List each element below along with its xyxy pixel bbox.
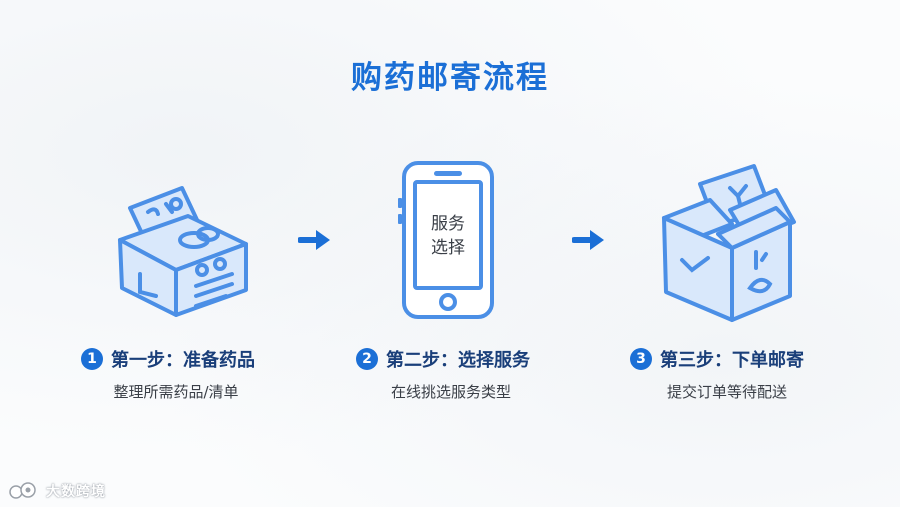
smartphone-icon: 服务 选择	[398, 160, 498, 320]
watermark-text: 大数跨境	[46, 484, 106, 500]
screen-label-line2: 选择	[431, 238, 465, 258]
step-3-title: 第三步：下单邮寄	[660, 350, 804, 371]
arrow-right-icon	[572, 230, 604, 250]
page-title: 购药邮寄流程	[351, 60, 549, 96]
arrow-right-icon	[298, 230, 330, 250]
brand-logo-icon	[9, 482, 36, 499]
screen-label-line1: 服务	[431, 214, 465, 234]
step-2-title: 第二步：选择服务	[386, 350, 530, 371]
step-2-heading: 2 第二步：选择服务	[356, 344, 530, 374]
step-2-description: 在线挑选服务类型	[390, 383, 511, 401]
step-1-description: 整理所需药品/清单	[113, 383, 239, 401]
step-1-number-badge: 1	[81, 348, 103, 370]
parcel-box-icon	[662, 164, 796, 322]
step-1-heading: 1 第一步：准备药品	[81, 344, 255, 374]
screen-label: 服务 选择	[415, 212, 481, 260]
watermark: 大数跨境	[8, 481, 106, 501]
step-3-description: 提交订单等待配送	[666, 383, 787, 401]
step-3-heading: 3 第三步：下单邮寄	[630, 344, 804, 374]
step-1-title: 第一步：准备药品	[111, 350, 255, 371]
step-3-number-badge: 3	[630, 348, 652, 370]
medicine-box-icon	[118, 186, 248, 317]
step-2-number-badge: 2	[356, 348, 378, 370]
